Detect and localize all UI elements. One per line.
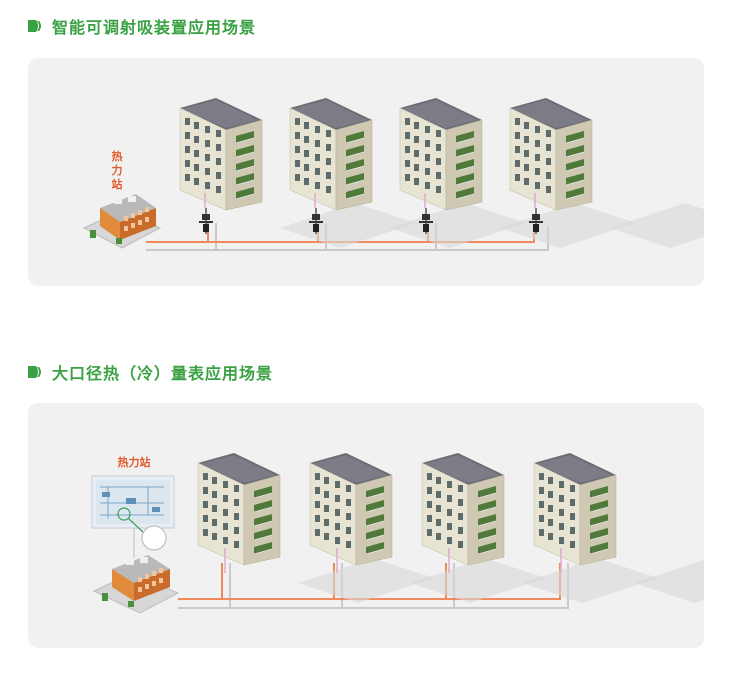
heat-station-icon	[82, 194, 162, 249]
ejector-scene-diagram: 热 力 站	[82, 97, 704, 251]
section-title-meter: 大口径热（冷）量表应用场景	[26, 360, 273, 384]
riser-pipe	[224, 548, 562, 573]
heat-station-label-char: 热	[112, 149, 123, 163]
meter-monitor-icon	[91, 475, 175, 534]
section-title-ejector: 智能可调射吸装置应用场景	[26, 14, 256, 38]
riser-pipe	[204, 193, 536, 208]
heat-station-label-char: 力	[112, 163, 123, 177]
magnifier-icon	[141, 525, 167, 551]
heat-station-label-char: 站	[112, 177, 123, 191]
ejector-device-icon	[198, 207, 214, 235]
section-title-text: 大口径热（冷）量表应用场景	[52, 364, 274, 383]
heat-station-icon	[92, 555, 180, 614]
section-marker-icon	[28, 20, 41, 32]
meter-scene-diagram: 热力站	[91, 452, 704, 614]
section-title-text: 智能可调射吸装置应用场景	[52, 18, 257, 37]
section-marker-icon	[28, 366, 41, 378]
heat-station-label: 热力站	[118, 455, 151, 469]
scene-panel-ejector: 热 力 站	[28, 58, 704, 286]
scene-panel-meter: 热力站	[28, 403, 704, 648]
